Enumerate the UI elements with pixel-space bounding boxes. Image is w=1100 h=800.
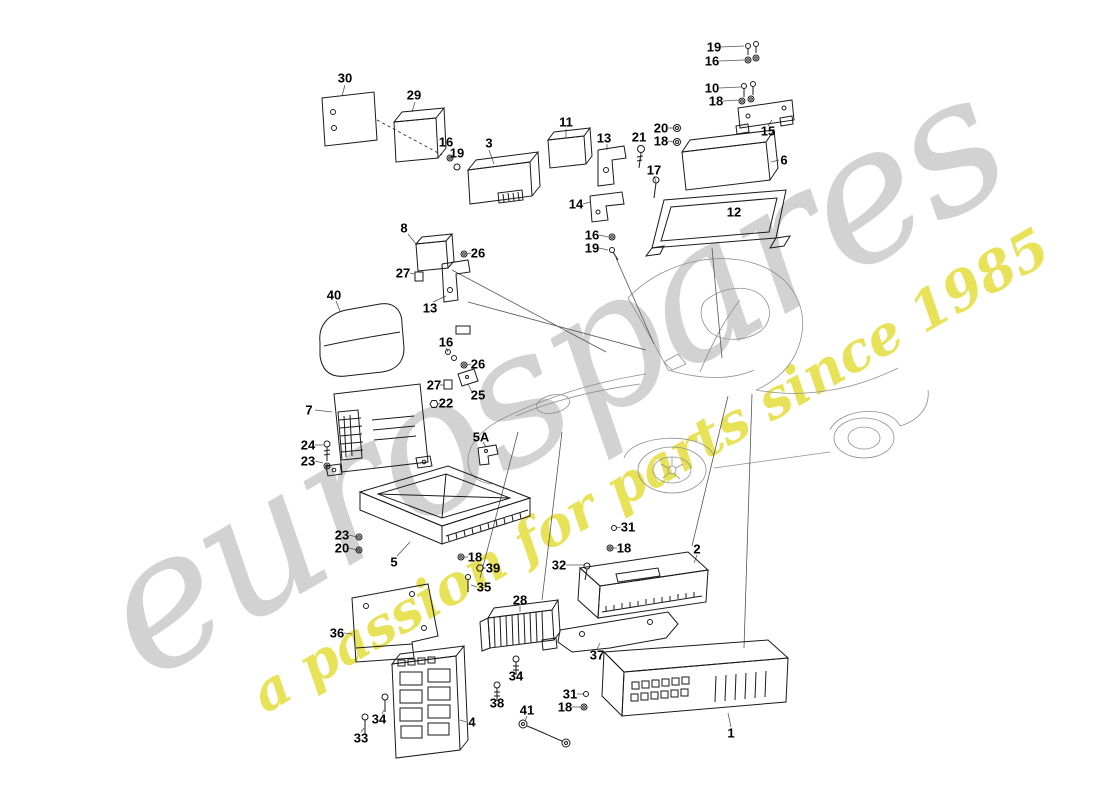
part-34-38-bolts xyxy=(493,655,520,701)
part-label-21: 21 xyxy=(631,129,647,145)
part-label-34: 34 xyxy=(371,711,387,727)
part-label-40: 40 xyxy=(326,287,342,303)
part-small-hardware-mid xyxy=(429,349,479,408)
part-6-control-unit xyxy=(680,129,779,191)
part-28-connector xyxy=(479,599,561,652)
part-label-27: 27 xyxy=(395,265,411,281)
part-label-37: 37 xyxy=(589,647,605,663)
part-label-20: 20 xyxy=(653,120,669,136)
part-label-6: 6 xyxy=(780,152,788,168)
part-41-ground-strap xyxy=(518,719,571,748)
part-37-bracket xyxy=(557,611,679,653)
part-label-16: 16 xyxy=(438,134,454,150)
part-21-screw xyxy=(636,145,645,169)
part-5-ecu xyxy=(355,465,532,592)
part-label-39: 39 xyxy=(485,560,501,576)
part-label-41: 41 xyxy=(519,702,535,718)
part-12-support-rail xyxy=(644,189,791,257)
part-label-2: 2 xyxy=(693,541,701,557)
part-4-fuse-box xyxy=(390,645,469,759)
part-17-screw xyxy=(652,176,660,199)
part-label-14: 14 xyxy=(568,196,584,212)
part-label-23: 23 xyxy=(334,527,350,543)
part-5a-bracket xyxy=(477,444,499,466)
part-label-26: 26 xyxy=(470,245,486,261)
part-label-22: 22 xyxy=(438,395,454,411)
part-label-31: 31 xyxy=(562,686,578,702)
part-13-bracket-lower xyxy=(441,259,471,335)
part-label-23: 23 xyxy=(300,453,316,469)
part-label-35: 35 xyxy=(476,579,492,595)
part-29-relay xyxy=(392,107,461,171)
part-label-30: 30 xyxy=(337,70,353,86)
part-label-19: 19 xyxy=(449,145,465,161)
part-label-18: 18 xyxy=(616,540,632,556)
part-label-31: 31 xyxy=(620,519,636,535)
part-8-relay xyxy=(414,233,468,282)
part-label-19: 19 xyxy=(584,240,600,256)
part-label-15: 15 xyxy=(760,123,776,139)
part-label-32: 32 xyxy=(551,557,567,573)
part-7-control-unit xyxy=(325,383,433,477)
part-label-38: 38 xyxy=(489,695,505,711)
part-33-34-bolts xyxy=(361,693,389,734)
part-label-10: 10 xyxy=(704,80,720,96)
part-3-control-unit xyxy=(466,151,541,205)
part-label-3: 3 xyxy=(485,135,493,151)
part-label-11: 11 xyxy=(559,114,573,130)
part-label-16: 16 xyxy=(704,53,720,69)
part-2-ecu xyxy=(577,525,710,620)
part-label-7: 7 xyxy=(305,402,313,418)
part-label-1: 1 xyxy=(727,725,735,741)
part-label-25: 25 xyxy=(470,387,486,403)
part-label-20: 20 xyxy=(334,540,350,556)
part-label-13: 13 xyxy=(596,130,612,146)
part-label-28: 28 xyxy=(512,592,528,608)
part-label-29: 29 xyxy=(406,87,422,103)
part-1-amplifier xyxy=(601,639,790,718)
part-31-18-hardware-lower xyxy=(580,691,589,711)
part-label-36: 36 xyxy=(329,625,345,641)
part-label-16: 16 xyxy=(584,227,600,243)
part-label-16: 16 xyxy=(438,334,454,350)
part-label-5: 5 xyxy=(390,554,398,570)
part-label-27: 27 xyxy=(426,377,442,393)
part-label-5A: 5A xyxy=(472,429,490,445)
part-10-screws xyxy=(738,81,756,105)
part-11-relay xyxy=(546,127,593,169)
part-13-bracket-upper xyxy=(597,145,627,187)
part-14-bracket xyxy=(589,191,625,261)
part-label-13: 13 xyxy=(422,300,438,316)
part-30-mounting-plate xyxy=(321,91,443,156)
parts-drawing xyxy=(319,41,795,759)
part-label-26: 26 xyxy=(470,356,486,372)
part-19-16-screws-upper xyxy=(744,41,760,64)
part-label-18: 18 xyxy=(557,699,573,715)
part-label-34: 34 xyxy=(508,668,524,684)
part-label-24: 24 xyxy=(300,437,316,453)
leader-lines xyxy=(314,45,780,733)
part-label-8: 8 xyxy=(400,220,408,236)
part-label-18: 18 xyxy=(467,549,483,565)
part-label-12: 12 xyxy=(726,204,742,220)
part-36-bracket xyxy=(351,583,439,663)
car-outline xyxy=(467,258,929,494)
part-label-18: 18 xyxy=(653,133,669,149)
part-label-33: 33 xyxy=(353,730,369,746)
part-label-17: 17 xyxy=(646,162,662,178)
part-20-18-washers xyxy=(673,124,681,146)
part-label-4: 4 xyxy=(468,714,476,730)
part-label-19: 19 xyxy=(706,39,722,55)
part-15-bracket xyxy=(735,99,795,135)
part-label-18: 18 xyxy=(708,93,724,109)
part-24-23-hardware xyxy=(323,440,331,470)
part-40-cover xyxy=(319,303,405,377)
